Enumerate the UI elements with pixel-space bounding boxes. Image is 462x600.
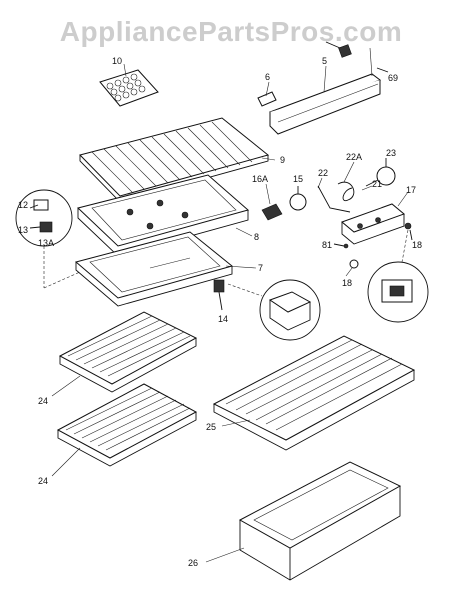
label-13a: 13A <box>38 238 54 248</box>
label-18-switch: 18 <box>412 240 422 250</box>
screw-81 <box>333 243 359 269</box>
egg-tray <box>99 69 159 107</box>
bracket-detail <box>15 189 81 289</box>
label-14: 14 <box>218 314 228 324</box>
label-21: 21 <box>372 179 382 189</box>
label-22: 22 <box>318 168 328 178</box>
crisper-drawer-26 <box>238 461 402 581</box>
label-13: 13 <box>18 225 28 235</box>
watermark: AppliancePartsPros.com <box>59 16 403 47</box>
label-8: 8 <box>254 232 259 242</box>
leader-lines <box>51 63 409 563</box>
clip-14 <box>213 279 321 341</box>
label-18-washer: 18 <box>342 278 352 288</box>
wire-shelf-24-upper <box>58 311 198 393</box>
wire-shelf-24-lower <box>56 383 198 467</box>
label-25: 25 <box>206 422 216 432</box>
label-17: 17 <box>406 185 416 195</box>
label-23: 23 <box>386 148 396 158</box>
shelf-frame-8 <box>76 174 250 257</box>
switch-detail-18 <box>367 222 429 323</box>
label-7: 7 <box>258 263 263 273</box>
part-labels: 10 6 5 69 9 12 13 13A 8 7 14 16A 15 22 2… <box>18 56 422 568</box>
thermostat-assembly <box>317 158 396 213</box>
label-81: 81 <box>322 240 332 250</box>
label-69: 69 <box>388 73 398 83</box>
label-26: 26 <box>188 558 198 568</box>
label-24-upper: 24 <box>38 396 48 406</box>
label-9: 9 <box>280 155 285 165</box>
label-15: 15 <box>293 174 303 184</box>
label-12: 12 <box>18 200 28 210</box>
label-10: 10 <box>112 56 122 66</box>
control-box-17 <box>341 203 405 245</box>
label-24-lower: 24 <box>38 476 48 486</box>
label-16a: 16A <box>252 174 268 184</box>
label-22a: 22A <box>346 152 362 162</box>
crisper-cover-25 <box>212 335 416 451</box>
light-socket-16a <box>261 186 307 221</box>
shelf-frame-7 <box>74 231 234 307</box>
label-6: 6 <box>265 72 270 82</box>
label-5: 5 <box>322 56 327 66</box>
control-housing-5 <box>257 41 389 135</box>
